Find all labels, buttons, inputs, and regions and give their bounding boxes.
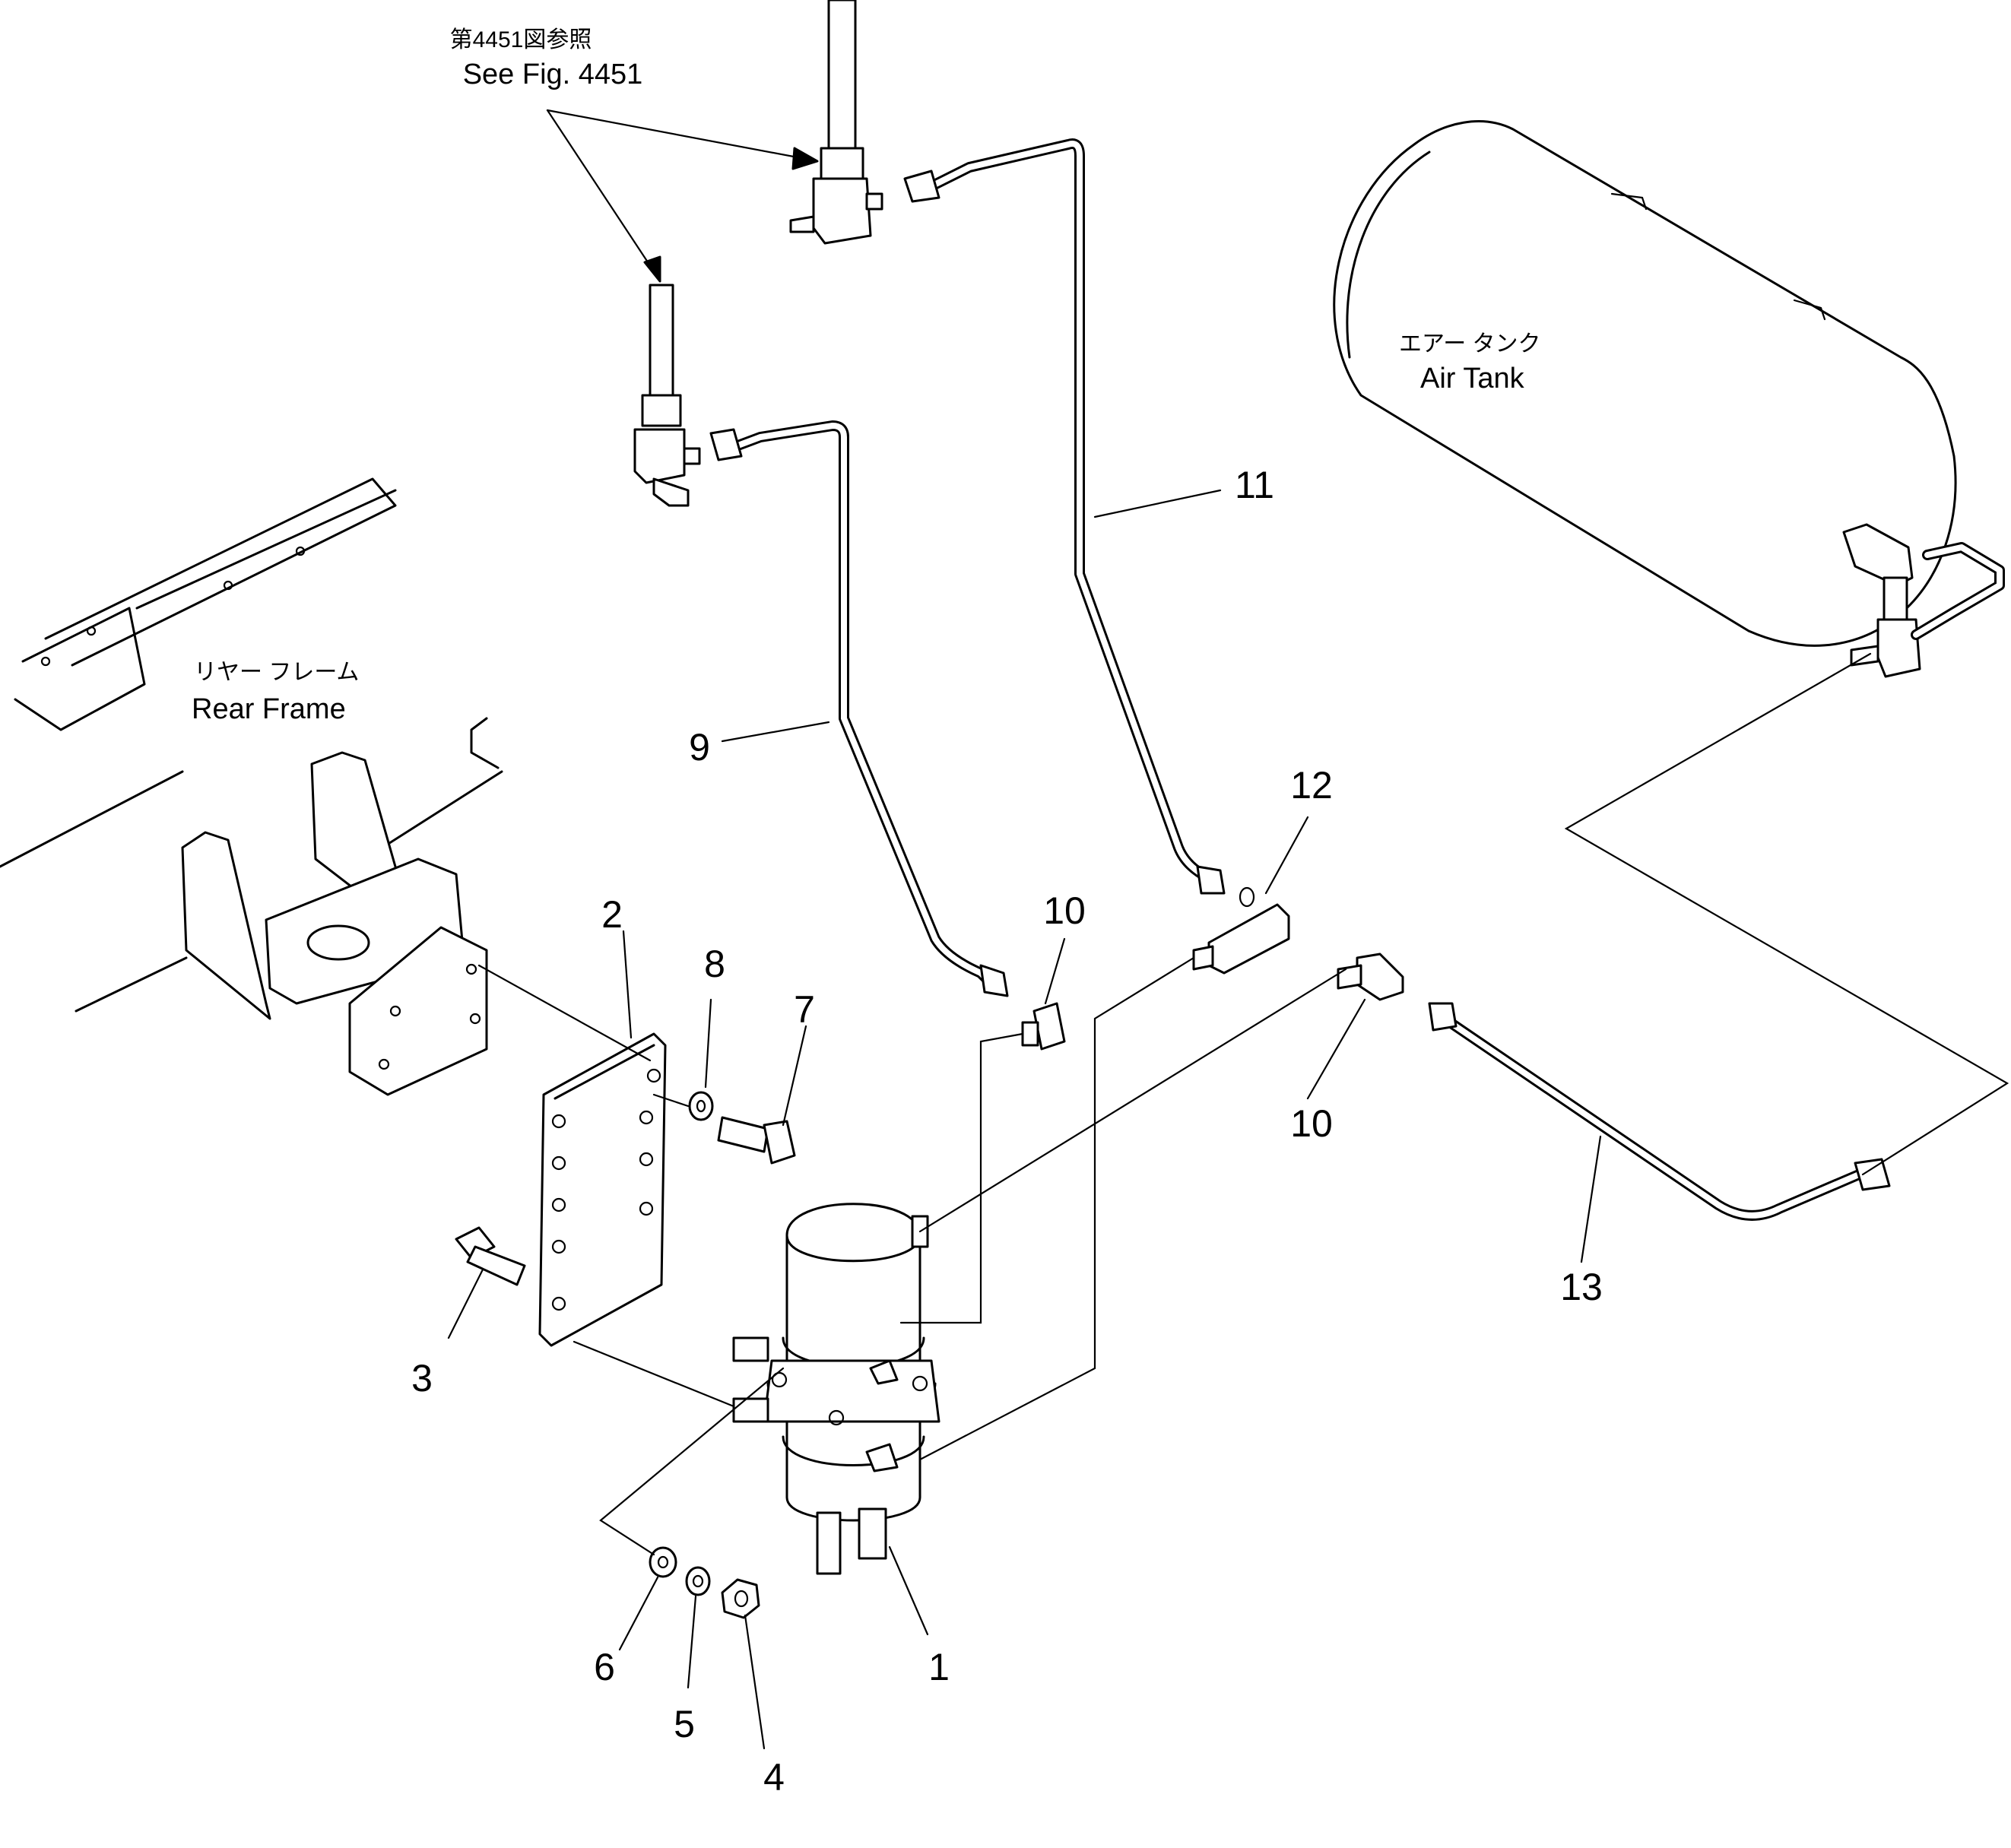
tube-part-13	[1428, 1002, 1891, 1221]
callout-4: 4	[763, 1756, 785, 1799]
bolt-part-3	[455, 1226, 526, 1286]
reference-label-jp: 第4451図参照	[450, 27, 592, 52]
upper-valve	[789, 0, 883, 245]
washer-part-8-hole	[696, 1099, 706, 1113]
lock-washer-part-5	[685, 1566, 711, 1596]
callout-11: 11	[1235, 464, 1274, 506]
air-tank-label: Air Tank	[1420, 363, 1525, 395]
assembly-lines	[477, 652, 2009, 1556]
callout-10-lower: 10	[1290, 1102, 1333, 1145]
washer-part-6	[649, 1546, 677, 1578]
nut-part-4-hole	[734, 1590, 749, 1608]
callout-7: 7	[794, 988, 815, 1031]
air-dryer	[732, 1203, 940, 1575]
bolt-part-7	[717, 1116, 796, 1165]
figure-reference: 第4451図参照 See Fig. 4451	[450, 27, 819, 283]
elbow-part-10-right	[1337, 953, 1404, 1001]
rear-frame-label-jp: リヤー フレーム	[194, 660, 359, 685]
tube-part-9	[709, 420, 1009, 997]
lower-valve	[633, 284, 701, 507]
elbow-part-10-left	[1021, 1002, 1066, 1051]
callout-10-upper: 10	[1043, 889, 1086, 932]
callout-5: 5	[674, 1703, 695, 1745]
air-tank-label-jp: エアー タンク	[1399, 331, 1541, 357]
washer-part-8	[688, 1091, 714, 1121]
callout-12: 12	[1290, 764, 1333, 807]
tube-part-11	[903, 138, 1226, 895]
washer-part-6-hole	[657, 1555, 669, 1569]
callout-2: 2	[601, 893, 623, 936]
callout-6: 6	[594, 1646, 615, 1688]
lock-washer-part-5-hole	[692, 1574, 704, 1588]
air-tank: エアー タンク Air Tank	[1333, 120, 2005, 678]
callout-9: 9	[689, 726, 710, 769]
connector-part-12	[1192, 886, 1290, 975]
bracket-plate	[538, 1032, 667, 1347]
callout-3: 3	[411, 1357, 433, 1399]
rear-frame: リヤー フレーム Rear Frame	[0, 477, 503, 1096]
callout-8: 8	[704, 943, 725, 985]
rear-frame-label: Rear Frame	[192, 693, 346, 725]
callout-13: 13	[1560, 1266, 1603, 1308]
callouts: 2 8 7 3 6 5 4 1 9 10 10 11 12 13	[411, 464, 1603, 1799]
nut-part-4	[721, 1578, 760, 1619]
reference-label: See Fig. 4451	[463, 59, 643, 90]
callout-1: 1	[928, 1646, 950, 1688]
